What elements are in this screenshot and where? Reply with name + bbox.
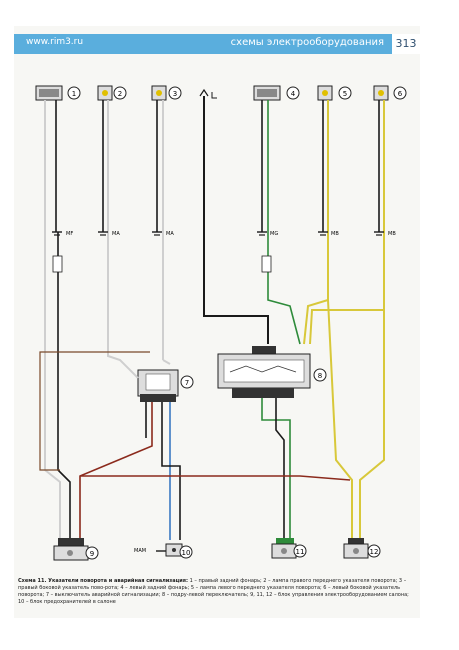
- connector-3-label: 3: [173, 90, 177, 98]
- ground-mf-label: MF: [66, 231, 73, 237]
- ground-mb-2-label: MB: [388, 231, 396, 237]
- connector-10-label: 10: [182, 549, 191, 557]
- connector-4-label: 4: [291, 90, 296, 98]
- ground-ma-1-label: MA: [112, 231, 120, 237]
- connector-9-label: 9: [90, 550, 94, 558]
- section-title: схемы электрооборудования: [230, 37, 384, 48]
- connector-1-label: 1: [72, 90, 76, 98]
- caption-text: 1 – правый задний фонарь; 2 – лампа прав…: [18, 578, 409, 605]
- page-number: 313: [392, 34, 420, 54]
- connector-4: 4: [253, 85, 300, 101]
- wires-bottom: [39, 299, 385, 540]
- ground-mg: MG: [257, 231, 278, 237]
- connector-8-label: 8: [318, 372, 322, 380]
- ground-ma-2: MA: [152, 231, 174, 237]
- trunk-wire: [199, 88, 385, 345]
- ground-ma-2-label: MA: [166, 231, 174, 237]
- connector-7-label: 7: [185, 379, 189, 387]
- connector-9: 9: [53, 538, 99, 561]
- connector-10: MAM 10: [134, 543, 193, 559]
- ground-mf: MF: [52, 231, 73, 237]
- ground-mb-1-label: MB: [331, 231, 339, 237]
- hazard-switch: 7: [137, 369, 194, 402]
- connector-1: 1: [35, 85, 81, 101]
- inline-connector-left: [52, 255, 63, 273]
- connector-6: 6: [373, 85, 407, 101]
- connector-2: 2: [97, 85, 127, 101]
- steering-switch: 8: [217, 346, 327, 398]
- ground-mam-label: MAM: [134, 548, 146, 554]
- ground-mb-2: MB: [374, 231, 396, 237]
- connector-5: 5: [317, 85, 352, 101]
- ground-ma-1: MA: [98, 231, 120, 237]
- connector-6-label: 6: [398, 90, 403, 98]
- site-url: www.rim3.ru: [26, 37, 84, 47]
- connector-3: 3: [151, 85, 182, 101]
- figure-caption: Схема 11. Указатели поворота и аварийная…: [18, 578, 414, 606]
- page-header: www.rim3.ru схемы электрооборудования: [14, 34, 392, 54]
- connector-12: 12: [343, 538, 381, 559]
- ground-mg-label: MG: [270, 231, 278, 237]
- inline-connector-right: [261, 255, 272, 273]
- connector-12-label: 12: [370, 548, 379, 556]
- connector-11: 11: [271, 538, 307, 559]
- connector-5-label: 5: [343, 90, 347, 98]
- connector-2-label: 2: [118, 90, 122, 98]
- caption-lead: Схема 11. Указатели поворота и аварийная…: [18, 578, 188, 584]
- ground-mb-1: MB: [318, 231, 339, 237]
- connector-11-label: 11: [296, 548, 305, 556]
